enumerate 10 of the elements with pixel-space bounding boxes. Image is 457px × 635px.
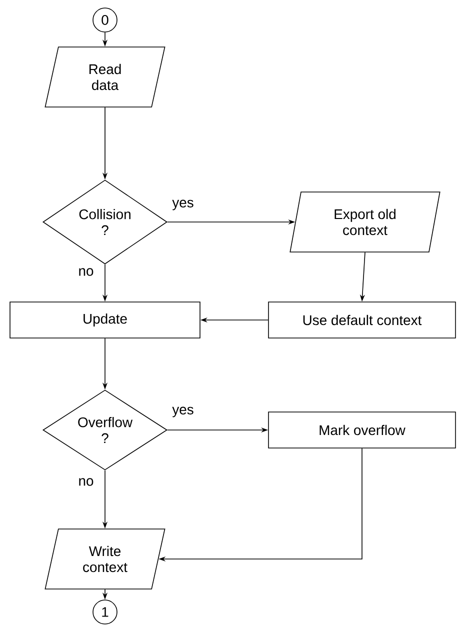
data-parallelogram: Write context <box>44 528 166 590</box>
data-parallelogram: Read data <box>44 46 166 108</box>
edge-label: no <box>79 268 94 276</box>
process-box: Update <box>10 302 200 338</box>
edge-label: yes <box>172 406 194 418</box>
data-parallelogram: Export old context <box>290 192 440 252</box>
edge-label: no <box>79 478 94 486</box>
process-box: Mark overflow <box>268 412 456 448</box>
process-box: Use default context <box>268 302 456 338</box>
edge-label: yes <box>172 200 194 210</box>
